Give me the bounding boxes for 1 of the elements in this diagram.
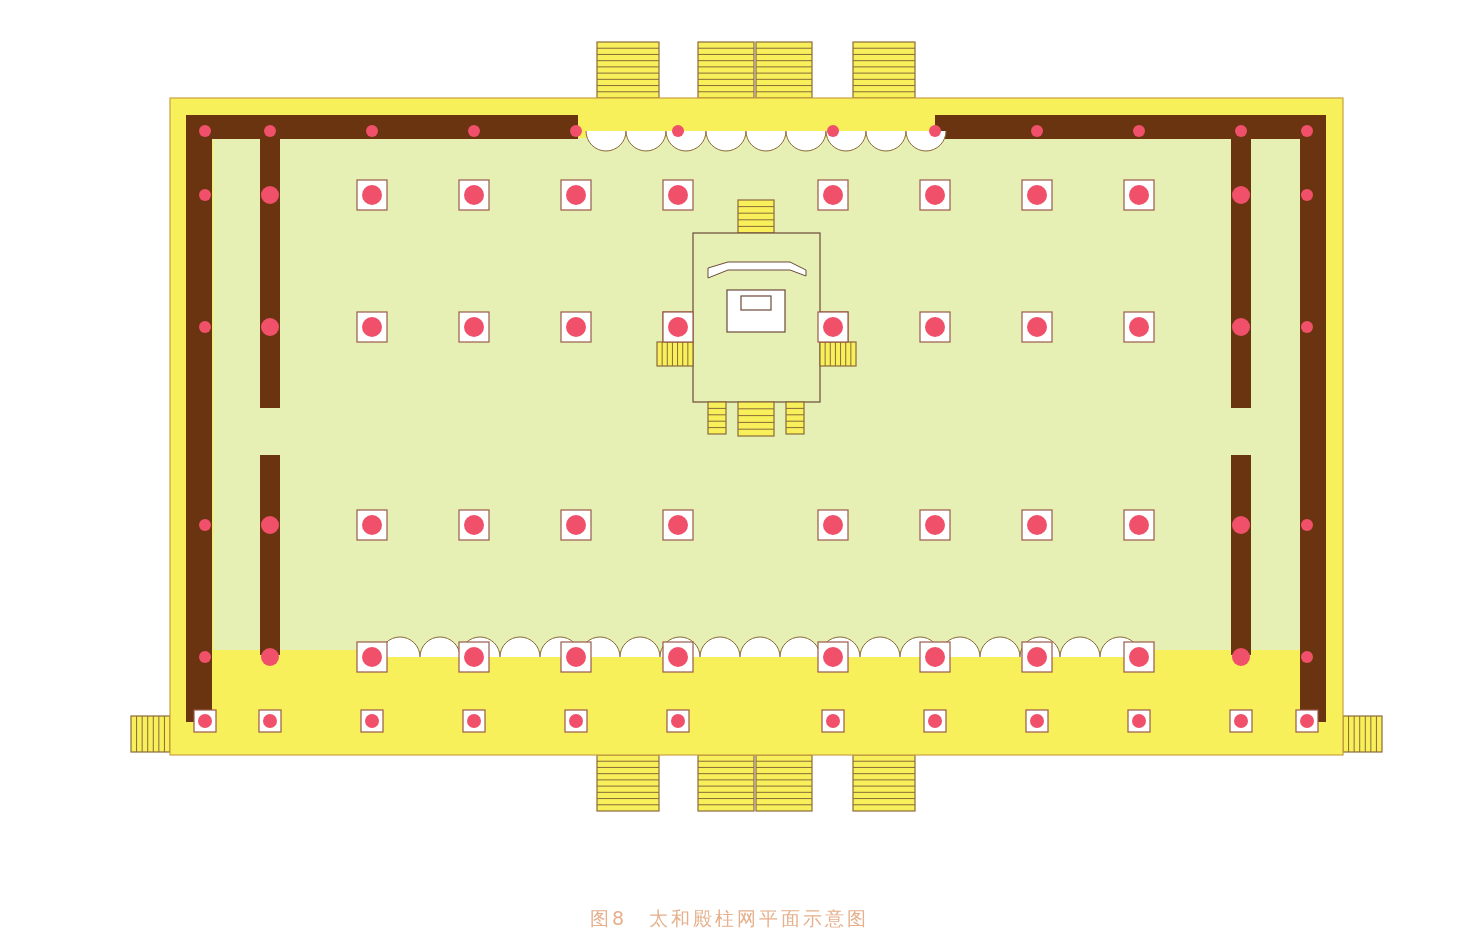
caption: 图8 太和殿柱网平面示意图: [588, 906, 871, 931]
